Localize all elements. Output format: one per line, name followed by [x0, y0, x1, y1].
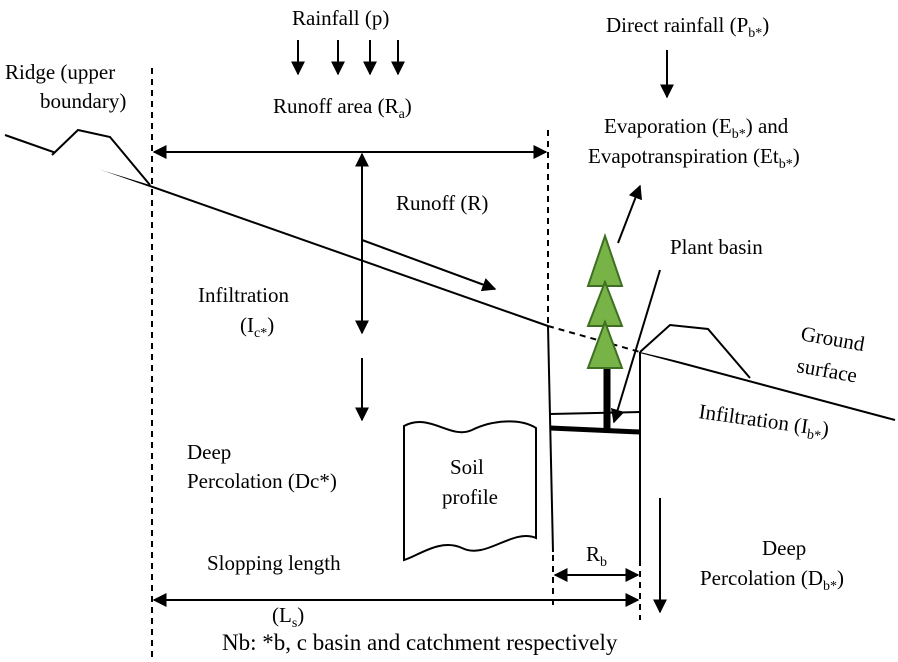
soil-profile-scroll [403, 420, 537, 562]
deep-percolation-c-line1: Deep [187, 440, 231, 464]
ground-line-right [639, 351, 896, 421]
infiltration-b-label: Infiltration (Ib*) [697, 399, 831, 445]
basin-floor [549, 425, 641, 435]
infiltration-c-label: Infiltration [198, 283, 289, 307]
rainfall-label: Rainfall (p) [292, 6, 389, 30]
evapotranspiration-label: Evapotranspiration (Etb*) [588, 144, 800, 172]
bund-mound [639, 323, 751, 379]
slopping-length-label: Slopping length [207, 551, 341, 575]
ridge-mound [51, 128, 151, 186]
deep-percolation-b-line1: Deep [762, 536, 806, 560]
ridge-label-line2: boundary) [40, 89, 126, 113]
tree-top-crown [586, 232, 624, 287]
direct-rainfall-label: Direct rainfall (Pb*) [606, 13, 769, 41]
deep-percolation-c-line2: Percolation (Dc*) [187, 469, 337, 493]
ground-label-line2: surface [795, 353, 859, 387]
slope-length-symbol: (Ls) [272, 603, 304, 631]
ridge-label-line1: Ridge (upper [5, 60, 115, 84]
basin-left-wall [547, 325, 554, 553]
infiltration-c-symbol: (Ic*) [240, 313, 274, 341]
runoff-arrow [361, 239, 497, 292]
plant-basin-label: Plant basin [670, 235, 763, 259]
basin-top-line [549, 411, 641, 415]
runoff-area-label: Runoff area (Ra) [273, 94, 412, 122]
basin-width-label: Rb [586, 542, 607, 570]
footnote: Nb: *b, c basin and catchment respective… [222, 630, 618, 655]
ground-line-dashed [547, 325, 641, 353]
evaporation-arrow [617, 184, 642, 244]
tree-low-crown [586, 319, 624, 369]
evaporation-label: Evaporation (Eb*) and [604, 114, 789, 142]
plant-basin-pointer [610, 269, 661, 424]
ground-label-line1: Ground [799, 321, 867, 356]
soil-label-line1: Soil [450, 455, 484, 479]
deep-percolation-b-line2: Percolation (Db*) [700, 566, 844, 594]
runoff-label: Runoff (R) [396, 191, 488, 215]
soil-label-line2: profile [442, 485, 498, 509]
